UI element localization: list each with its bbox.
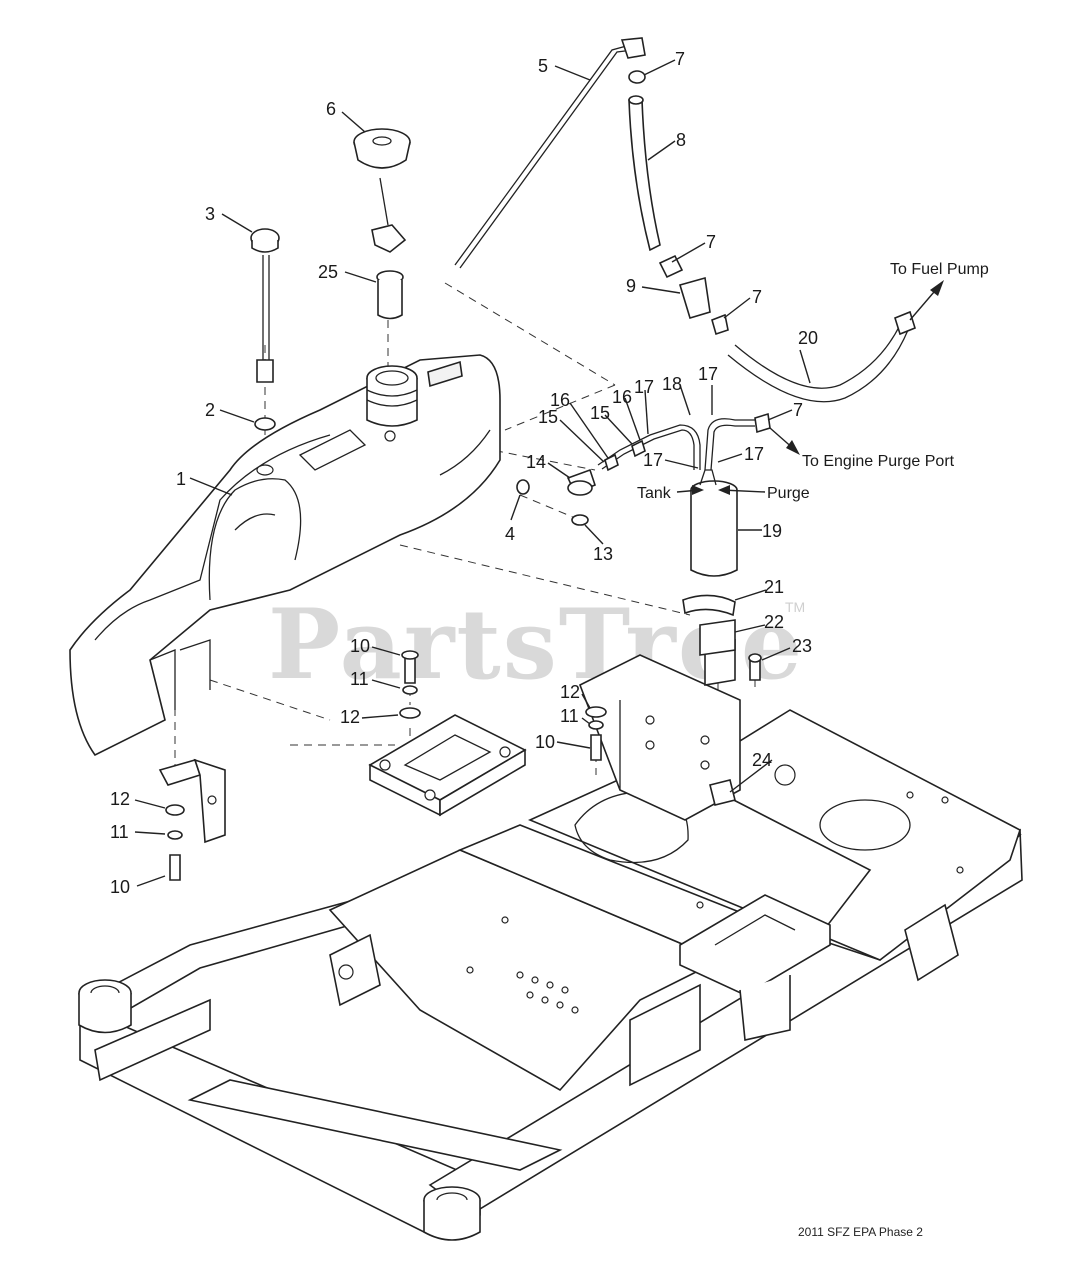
callout-22: 22 <box>764 612 784 632</box>
flat-washer-12b <box>399 707 421 719</box>
cap-strap <box>371 224 407 253</box>
lock-washer-11c <box>588 720 604 730</box>
callout-12-plate: 12 <box>340 707 360 727</box>
callout-15-b: 15 <box>590 403 610 423</box>
callout-10-rear: 10 <box>535 732 555 752</box>
callout-2: 2 <box>205 400 215 420</box>
left-mount-bracket <box>158 758 226 881</box>
callout-14: 14 <box>526 452 546 472</box>
callout-12-rear: 12 <box>560 682 580 702</box>
flat-washer-12c <box>585 706 607 718</box>
callout-11-rear: 11 <box>560 706 579 726</box>
flat-washer-12a <box>165 804 185 816</box>
callout-25: 25 <box>318 262 338 282</box>
flow-annotations: To Fuel Pump To Engine Purge Port Tank P… <box>637 261 989 502</box>
purge-port-label: Purge <box>767 485 810 502</box>
callout-19: 19 <box>762 521 782 541</box>
callout-17-purge: 17 <box>744 444 764 464</box>
screw-23 <box>749 659 761 681</box>
tank-label <box>427 360 463 388</box>
callout-5: 5 <box>538 56 548 76</box>
callout-12-left: 12 <box>110 789 130 809</box>
callout-8: 8 <box>676 130 686 150</box>
callout-23: 23 <box>792 636 812 656</box>
annotation-arrows <box>676 280 944 495</box>
tank-port-label: Tank <box>637 485 672 502</box>
callout-11-plate: 11 <box>350 669 369 689</box>
callout-16-b: 16 <box>612 387 632 407</box>
callout-7-filter-out: 7 <box>752 287 762 307</box>
callout-16-a: 16 <box>550 390 570 410</box>
to-fuel-pump-label: To Fuel Pump <box>890 261 989 278</box>
callout-21: 21 <box>764 577 784 597</box>
callout-11-left: 11 <box>110 822 129 842</box>
watermark-trademark: TM <box>785 599 805 615</box>
diagram-footer: 2011 SFZ EPA Phase 2 <box>798 1225 923 1239</box>
callout-17-tank: 17 <box>643 450 663 470</box>
hose-8 <box>628 99 661 252</box>
mower-frame <box>78 709 1023 1241</box>
hose-clamp-7c <box>711 313 729 336</box>
hose-clamp-7b <box>658 254 684 279</box>
fuel-gauge <box>250 228 280 431</box>
canister-clamp-21 <box>682 594 736 617</box>
tank-mount-plate <box>368 650 527 817</box>
callout-7-filter-in: 7 <box>706 232 716 252</box>
callout-7-purge: 7 <box>793 400 803 420</box>
grommet-2 <box>254 417 276 431</box>
callout-10-left: 10 <box>110 877 130 897</box>
callout-13: 13 <box>593 544 613 564</box>
callout-7-top: 7 <box>675 49 685 69</box>
callout-9: 9 <box>626 276 636 296</box>
vent-tube <box>454 37 646 269</box>
lock-washer-11a <box>167 830 183 840</box>
fuel-cap-assembly <box>353 128 411 320</box>
purge-canister <box>682 469 738 656</box>
callout-3: 3 <box>205 204 215 224</box>
vent-25 <box>377 280 403 320</box>
fuel-hose-20 <box>727 310 916 403</box>
to-engine-purge-port-label: To Engine Purge Port <box>802 453 955 470</box>
rear-mount-bracket <box>578 639 762 821</box>
nut-24 <box>709 779 736 806</box>
bushing-4 <box>516 479 530 495</box>
purge-line-group <box>516 412 771 526</box>
bolt-10c <box>590 734 602 761</box>
fuel-filter-9 <box>678 276 711 319</box>
bolt-10a <box>169 854 181 881</box>
fuel-tank <box>69 354 501 757</box>
grommet-13 <box>571 514 589 526</box>
callout-24: 24 <box>752 750 772 770</box>
callout-17-top: 17 <box>698 364 718 384</box>
callout-6: 6 <box>326 99 336 119</box>
callout-15-a: 15 <box>538 407 558 427</box>
hose-and-filter <box>628 70 729 336</box>
lock-washer-11b <box>402 685 418 695</box>
hose-clamp-7a <box>628 70 646 84</box>
callout-4: 4 <box>505 524 515 544</box>
callout-leaders <box>134 59 811 887</box>
callout-labels: 1 2 3 4 5 6 7 7 7 7 8 9 10 10 10 11 11 1… <box>110 49 818 897</box>
callout-18: 18 <box>662 374 682 394</box>
callout-1: 1 <box>176 469 186 489</box>
callout-20: 20 <box>798 328 818 348</box>
callout-17-line: 17 <box>634 377 654 397</box>
deck-hole-pattern <box>466 791 964 1014</box>
callout-10-plate: 10 <box>350 636 370 656</box>
canister-bracket-22 <box>699 619 736 656</box>
